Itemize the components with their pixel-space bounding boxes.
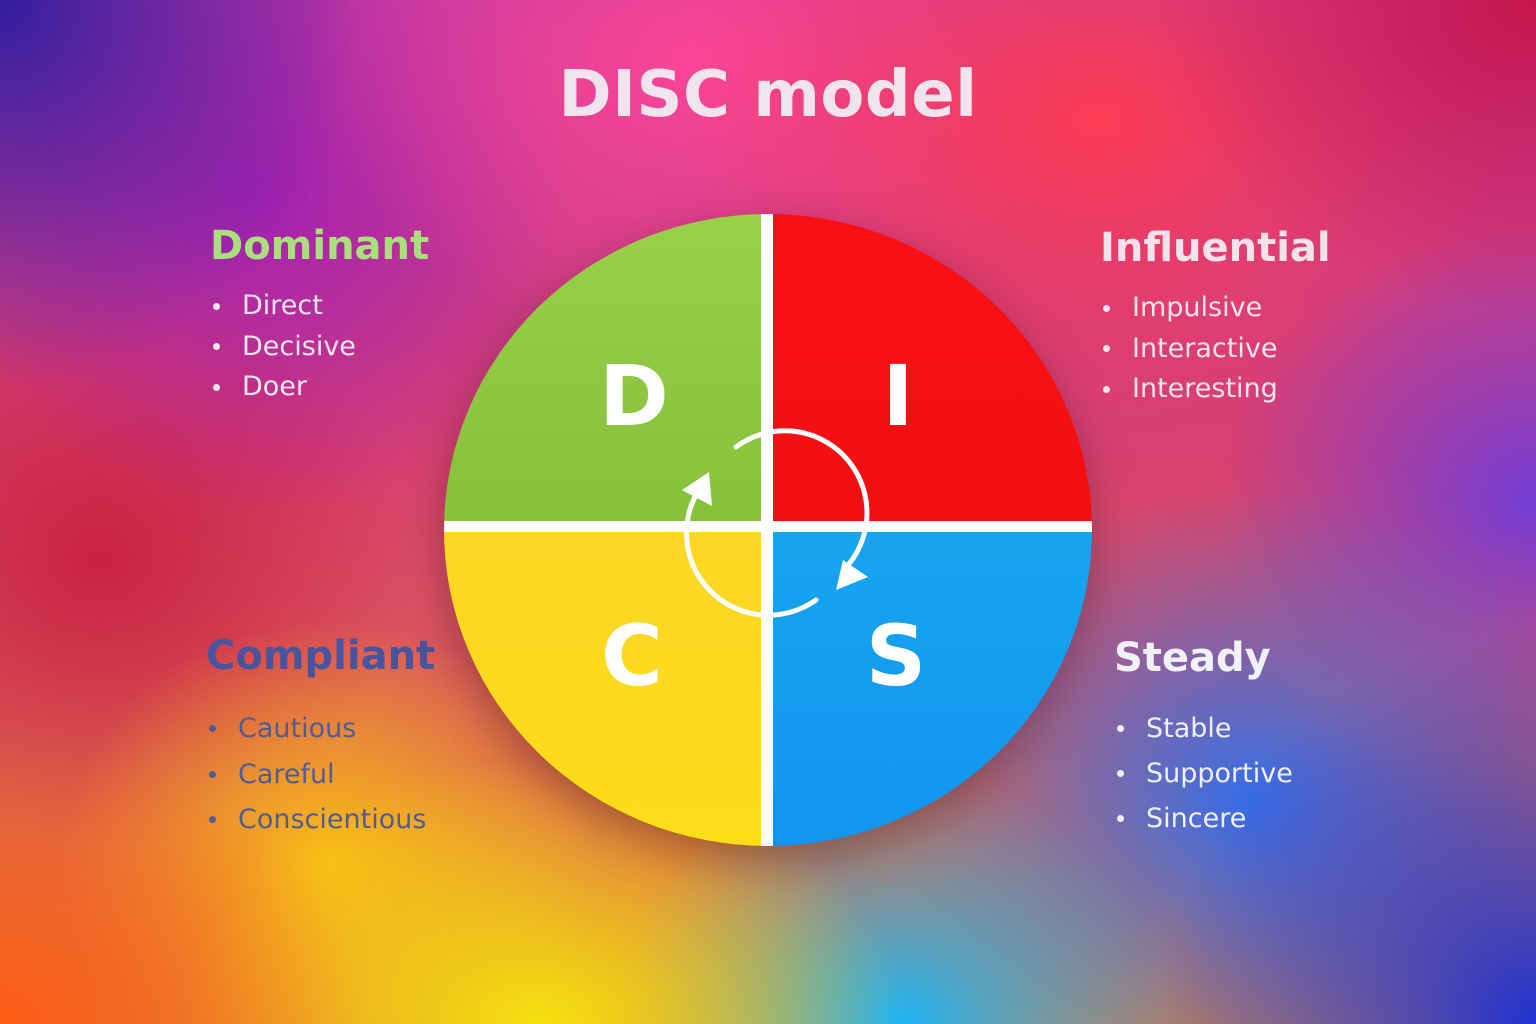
- dominant-traits: Direct Decisive Doer: [210, 286, 429, 408]
- bullet-icon: [213, 343, 220, 351]
- bullet-icon: [1103, 385, 1110, 393]
- bullet-icon: [213, 383, 220, 391]
- letter-c: C: [601, 607, 663, 705]
- letter-i: I: [882, 347, 914, 445]
- trait-item: Sincere: [1114, 796, 1293, 841]
- trait-item: Supportive: [1114, 751, 1293, 796]
- trait-item: Decisive: [210, 327, 429, 368]
- arrowhead-down-icon: [836, 560, 868, 590]
- bullet-icon: [1117, 725, 1124, 732]
- bullet-icon: [209, 770, 216, 778]
- trait-item: Careful: [206, 752, 435, 798]
- page-title: DISC model: [558, 58, 978, 132]
- disc-wheel: D I C S: [444, 214, 1092, 846]
- trait-item: Stable: [1114, 706, 1293, 751]
- steady-block: Steady Stable Supportive Sincere: [1114, 638, 1293, 841]
- trait-item: Interactive: [1100, 329, 1331, 370]
- influential-block: Influential Impulsive Interactive Intere…: [1100, 228, 1331, 410]
- cycle-arrows-icon: [684, 428, 870, 618]
- compliant-heading: Compliant: [206, 633, 436, 679]
- letter-s: S: [865, 607, 927, 705]
- bullet-icon: [1103, 345, 1110, 353]
- bullet-icon: [209, 725, 216, 733]
- trait-item: Doer: [210, 367, 429, 408]
- trait-item: Interesting: [1100, 369, 1331, 410]
- dominant-block: Dominant Direct Decisive Doer: [210, 226, 429, 408]
- steady-traits: Stable Supportive Sincere: [1114, 706, 1293, 841]
- steady-heading: Steady: [1114, 635, 1271, 681]
- trait-item: Cautious: [206, 706, 435, 752]
- compliant-block: Compliant Cautious Careful Conscientious: [206, 636, 435, 843]
- influential-heading: Influential: [1100, 225, 1331, 271]
- trait-item: Direct: [210, 286, 429, 327]
- trait-item: Conscientious: [206, 797, 435, 843]
- bullet-icon: [1117, 815, 1124, 822]
- disc-wheel-graphic: [444, 214, 1092, 846]
- trait-item: Impulsive: [1100, 288, 1331, 329]
- arrowhead-up-icon: [682, 472, 712, 506]
- letter-d: D: [599, 347, 669, 445]
- dominant-heading: Dominant: [210, 223, 430, 269]
- bullet-icon: [1103, 304, 1110, 312]
- compliant-traits: Cautious Careful Conscientious: [206, 706, 435, 843]
- bullet-icon: [213, 302, 220, 310]
- horizontal-divider: [444, 521, 1092, 532]
- bullet-icon: [209, 816, 216, 824]
- influential-traits: Impulsive Interactive Interesting: [1100, 288, 1331, 410]
- bullet-icon: [1117, 770, 1124, 777]
